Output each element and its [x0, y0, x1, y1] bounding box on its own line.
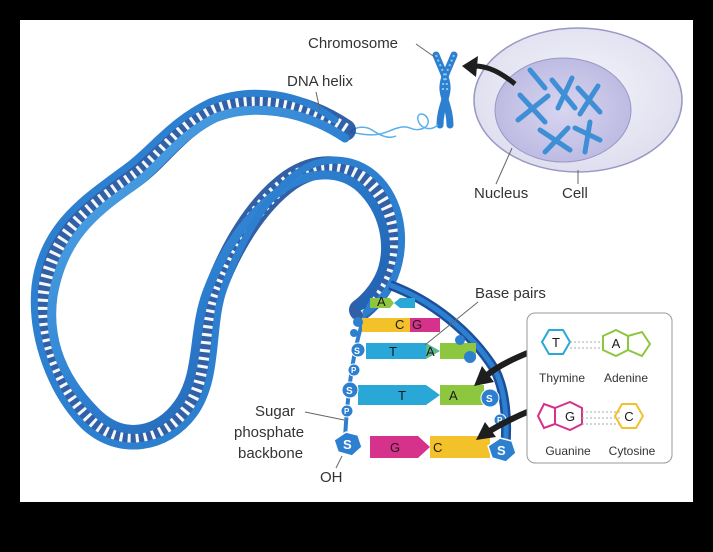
svg-text:S: S	[486, 394, 493, 405]
svg-text:S: S	[343, 437, 352, 452]
right-backbone-nodes: S P S	[455, 335, 517, 463]
svg-text:A: A	[377, 294, 386, 309]
svg-text:Thymine: Thymine	[539, 371, 585, 385]
phosphate-node	[340, 404, 354, 418]
svg-text:S: S	[497, 443, 506, 458]
left-backbone-nodes: S P S P S	[333, 317, 366, 457]
svg-text:G: G	[565, 409, 575, 424]
base-legend: T A Thymine Adenine G C Guanine Cytosine	[526, 312, 673, 464]
sugar-node	[333, 431, 363, 457]
svg-text:T: T	[552, 335, 560, 350]
chromosome	[432, 51, 458, 129]
label-oh: OH	[320, 469, 343, 486]
ladder-rung-5: G C	[370, 436, 490, 458]
thymine-icon	[540, 329, 572, 355]
cytosine-icon	[613, 403, 645, 429]
svg-text:T: T	[398, 388, 406, 403]
ladder-rung-4: T A	[358, 385, 484, 405]
sugar-node	[487, 437, 517, 463]
svg-text:T: T	[389, 344, 397, 359]
svg-text:Cytosine: Cytosine	[609, 444, 656, 458]
svg-text:C: C	[433, 440, 442, 455]
label-backbone-3: backbone	[238, 445, 303, 462]
label-chromosome: Chromosome	[308, 35, 398, 52]
labels: Chromosome DNA helix Nucleus Cell Base p…	[234, 35, 588, 486]
svg-text:G: G	[390, 440, 400, 455]
svg-text:P: P	[344, 407, 350, 416]
ladder-rung-3: T A	[366, 343, 476, 359]
cell	[473, 27, 683, 173]
sugar-node	[480, 388, 500, 408]
phosphate-node	[347, 363, 361, 377]
svg-text:Adenine: Adenine	[604, 371, 648, 385]
sugar-node	[341, 381, 359, 399]
label-dna-helix: DNA helix	[287, 73, 353, 90]
dna-thread	[349, 113, 439, 139]
label-nucleus: Nucleus	[474, 185, 528, 202]
svg-text:S: S	[346, 386, 353, 397]
nucleus-chromosomes	[515, 67, 603, 155]
sugar-node	[350, 342, 366, 358]
svg-text:P: P	[497, 416, 503, 425]
label-base-pairs: Base pairs	[475, 285, 546, 302]
svg-text:C: C	[395, 317, 404, 332]
svg-text:Guanine: Guanine	[545, 444, 591, 458]
nucleus-to-chromosome-arrow	[473, 63, 517, 86]
svg-text:S: S	[354, 346, 360, 356]
label-backbone-1: Sugar	[255, 403, 295, 420]
dna-helix	[30, 89, 406, 450]
label-backbone-2: phosphate	[234, 424, 304, 441]
svg-text:A: A	[449, 388, 458, 403]
svg-text:P: P	[351, 366, 357, 375]
label-cell: Cell	[562, 185, 588, 202]
ladder-rung-2: C G	[362, 317, 440, 332]
svg-text:A: A	[426, 344, 435, 359]
svg-text:C: C	[624, 409, 633, 424]
ladder-rung-1: A	[370, 294, 415, 309]
svg-text:A: A	[612, 336, 621, 351]
svg-text:G: G	[412, 317, 422, 332]
